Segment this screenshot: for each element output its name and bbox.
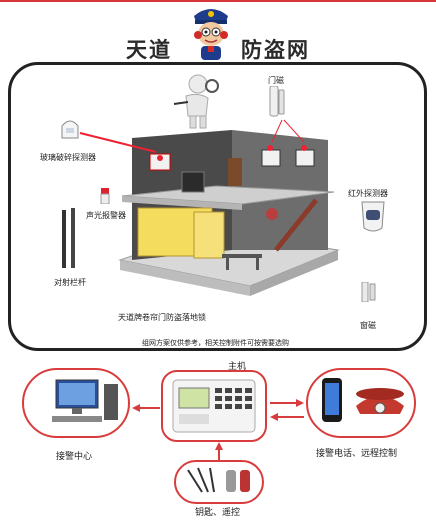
arrow-phone-to-host xyxy=(270,406,304,421)
product-title: 防盗网 xyxy=(241,38,310,62)
keys-remote-node xyxy=(174,460,264,504)
thinking-figure-icon xyxy=(172,72,220,130)
arrow-host-to-center xyxy=(132,398,160,412)
beam-bars-icon xyxy=(62,208,76,270)
beam-label: 对射栏杆 xyxy=(54,278,86,287)
infrared-detector-icon xyxy=(360,200,386,234)
diagram-caption: 组网方案仅供参考，相关控制附件可按需要选购 xyxy=(142,339,289,347)
top-accent-line xyxy=(0,0,436,2)
house-illustration xyxy=(112,100,344,310)
phone-remote-label: 接警电话、远程控制 xyxy=(316,449,398,459)
alarm-host-icon xyxy=(172,379,256,433)
host-label: 主机 xyxy=(228,362,247,372)
glass-break-label: 玻璃破碎探测器 xyxy=(40,153,96,162)
glass-break-detector-icon xyxy=(60,118,80,140)
window-magnet-icon xyxy=(361,281,377,303)
infrared-label: 红外探测器 xyxy=(348,189,388,198)
arrow-host-to-phone xyxy=(270,392,304,407)
window-magnet-label: 窗磁 xyxy=(360,321,376,330)
phone-remote-node xyxy=(306,368,416,438)
police-mascot-icon xyxy=(186,2,236,62)
host-device-panel xyxy=(161,370,267,442)
shutter-detector-label: 天道牌卷帘门防盗落地锁 xyxy=(118,313,206,322)
phone-icon xyxy=(322,378,404,422)
keys-remote-label: 钥匙、遥控 xyxy=(195,508,241,518)
brand-title: 天道 xyxy=(126,38,172,62)
arrow-keys-to-host xyxy=(214,442,224,460)
strobe-siren-icon xyxy=(100,188,110,205)
keys-icon xyxy=(187,467,250,493)
alarm-center-node xyxy=(22,368,130,438)
computer-icon xyxy=(52,379,118,422)
door-magnet-label: 门磁 xyxy=(268,76,284,85)
alarm-center-label: 接警中心 xyxy=(56,452,93,462)
strobe-siren-label: 声光报警器 xyxy=(86,211,126,220)
door-magnet-icon xyxy=(268,85,286,118)
